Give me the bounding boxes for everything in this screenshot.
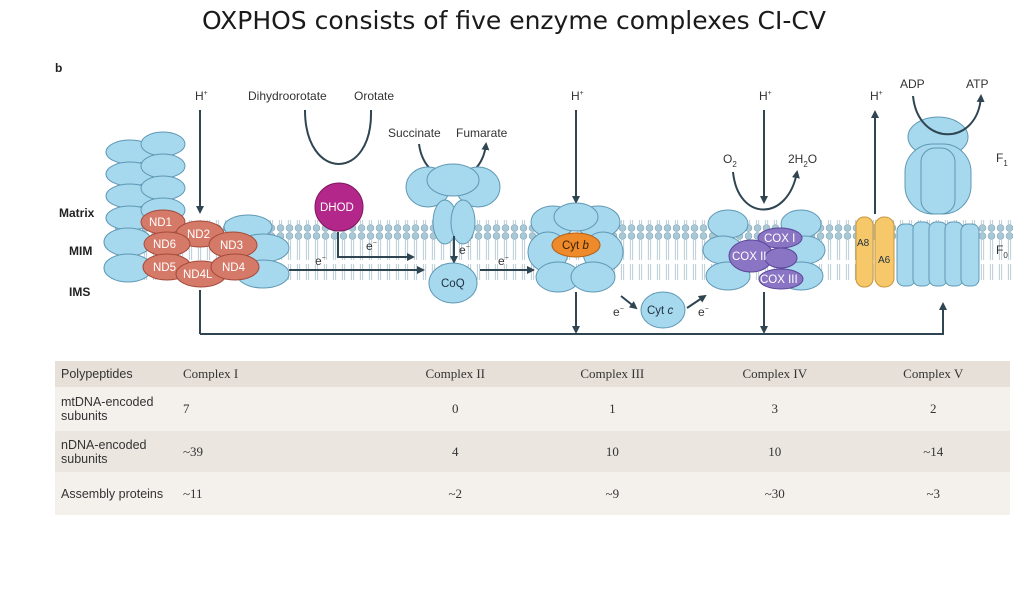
ciii-electron-label: e− [613, 305, 624, 319]
proton-return-arrow [200, 302, 947, 335]
h2o-label: 2H2O [788, 152, 817, 169]
cytc-electron-label: e− [698, 305, 709, 319]
complex-i-nd-subunits [140, 209, 260, 288]
row-label: nDNA-encoded subunits [61, 437, 147, 466]
row-label: mtDNA-encoded subunits [61, 395, 154, 423]
nd1-label: ND1 [149, 217, 172, 229]
label-matrix: Matrix [59, 206, 95, 220]
succinate-label: Succinate [388, 126, 441, 140]
f1-head [904, 116, 972, 215]
nd3-label: ND3 [220, 240, 243, 252]
cv-atp-curve [912, 94, 985, 136]
dihydroorotate-label: Dihydroorotate [248, 89, 327, 103]
slide-title: OXPHOS consists of five enzyme complexes… [202, 6, 826, 35]
table-cell: ~30 [764, 485, 785, 501]
a6-label: A6 [878, 255, 891, 266]
nd4l-label: ND4L [183, 269, 213, 281]
cytc-carrier [640, 291, 686, 329]
header-complex-iii: Complex III [580, 366, 645, 381]
table-row: nDNA-encoded subunits ~39 4 10 10 ~14 [55, 431, 1010, 472]
table-row: Assembly proteins ~11 ~2 ~9 ~30 ~3 [55, 472, 1010, 515]
f0-label: F0 [996, 243, 1008, 260]
panel-label: b [55, 61, 62, 75]
table-row: mtDNA-encoded subunits 7 0 1 3 2 [55, 387, 1010, 431]
table-cell: 1 [609, 401, 616, 416]
dhod-electron-arrow [337, 232, 415, 261]
table-cell: 3 [771, 401, 779, 416]
table-cell: 0 [451, 401, 459, 416]
f0-ring [896, 221, 980, 287]
table-cell: 4 [451, 443, 459, 459]
adp-label: ADP [900, 77, 925, 91]
table-cell: ~39 [183, 443, 204, 459]
coq-carrier [428, 262, 478, 304]
a6-subunit [874, 216, 895, 288]
ci-proton-label: H+ [195, 89, 208, 103]
a8-subunit [855, 216, 874, 288]
orotate-label: Orotate [354, 89, 394, 103]
o2-label: O2 [723, 152, 737, 169]
cytc-civ-arrow [686, 294, 707, 309]
cv-proton-label: H+ [870, 89, 883, 103]
civ-oxygen-curve [732, 170, 800, 211]
fumarate-label: Fumarate [456, 126, 508, 140]
header-polypeptides: Polypeptides [61, 367, 133, 381]
table-header-row: Polypeptides Complex I Complex II Comple… [55, 361, 1010, 387]
ci-electron-label: e− [315, 254, 326, 268]
table-cell: 7 [183, 401, 190, 416]
row-label: Assembly proteins [61, 486, 164, 501]
nd4-label: ND4 [222, 262, 246, 274]
table-cell: ~14 [923, 443, 944, 459]
table-cell: ~3 [926, 485, 940, 501]
oxphos-diagram-panel: b Matrix MIM IMS ND1 ND2 ND6 ND3 ND5 ND4… [33, 52, 1023, 522]
dhod-label: DHOD [320, 202, 354, 214]
cox-subunits [728, 227, 804, 290]
cytb-subunit [551, 232, 601, 258]
table-cell: ~2 [448, 485, 462, 501]
cox3-label: COX III [760, 274, 798, 286]
nd5-label: ND5 [153, 262, 176, 274]
nd2-label: ND2 [187, 229, 210, 241]
ciii-cytc-arrow [620, 295, 638, 310]
a8-label: A8 [857, 238, 870, 249]
cox1-label: COX I [764, 233, 795, 245]
table-cell: ~9 [605, 485, 620, 501]
complex-subunit-table: Polypeptides Complex I Complex II Comple… [55, 361, 1010, 515]
table-cell: 10 [768, 443, 782, 459]
civ-proton-label: H+ [759, 89, 772, 103]
dhod-substrate-curve [304, 109, 373, 165]
dhod-electron-label: e− [366, 239, 377, 253]
ciii-proton-label: H+ [571, 89, 584, 103]
header-complex-v: Complex V [903, 366, 964, 381]
nd6-label: ND6 [153, 239, 176, 251]
label-ims: IMS [69, 285, 90, 299]
f1-label: F1 [996, 151, 1008, 168]
header-complex-ii: Complex II [425, 366, 486, 381]
oxphos-diagram: b Matrix MIM IMS ND1 ND2 ND6 ND3 ND5 ND4… [55, 61, 1013, 335]
cii-electron-label: e− [459, 243, 470, 257]
table-cell: 2 [929, 401, 937, 416]
dhod-enzyme [314, 182, 364, 232]
atp-label: ATP [966, 77, 988, 91]
header-complex-iv: Complex IV [742, 366, 808, 381]
header-complex-i: Complex I [183, 366, 239, 381]
table-cell: ~11 [183, 485, 203, 501]
cytc-label: Cyt c [647, 305, 673, 317]
cytb-label: Cyt b [562, 240, 589, 252]
cox2-label: COX II [732, 251, 767, 263]
coq-label: CoQ [441, 278, 465, 290]
label-mim: MIM [69, 244, 92, 258]
table-cell: 10 [605, 443, 619, 459]
complex-ii [405, 163, 501, 245]
coq-electron-label: e− [498, 254, 509, 268]
